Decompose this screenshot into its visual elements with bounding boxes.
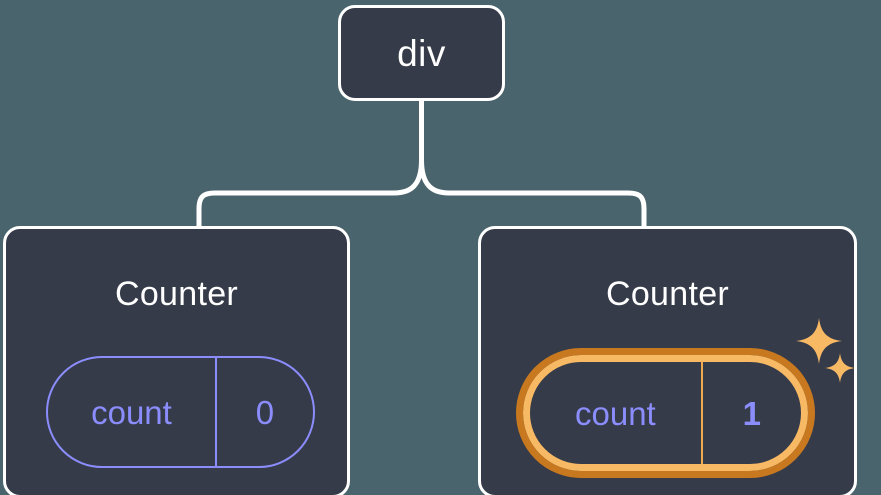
state-pill-divider	[214, 358, 217, 466]
state-pill-count-left[interactable]: count 0	[46, 356, 315, 468]
connector-branch-right	[419, 157, 647, 231]
state-pill-count-right[interactable]: count 1	[516, 348, 815, 478]
node-counter-left-title: Counter	[114, 275, 239, 313]
state-key-label: count	[91, 393, 172, 431]
node-counter-right-title: Counter	[605, 275, 730, 313]
node-div[interactable]: div	[338, 5, 505, 101]
connector-branch-left	[196, 157, 424, 231]
state-key-label: count	[574, 394, 656, 432]
node-counter-right[interactable]: Counter count 1	[478, 226, 857, 495]
node-counter-left[interactable]: Counter count 0	[3, 226, 350, 495]
state-pill-divider	[700, 362, 703, 464]
state-value-label: 1	[742, 394, 762, 432]
state-value-label: 0	[255, 393, 275, 431]
node-div-label: div	[397, 32, 446, 74]
